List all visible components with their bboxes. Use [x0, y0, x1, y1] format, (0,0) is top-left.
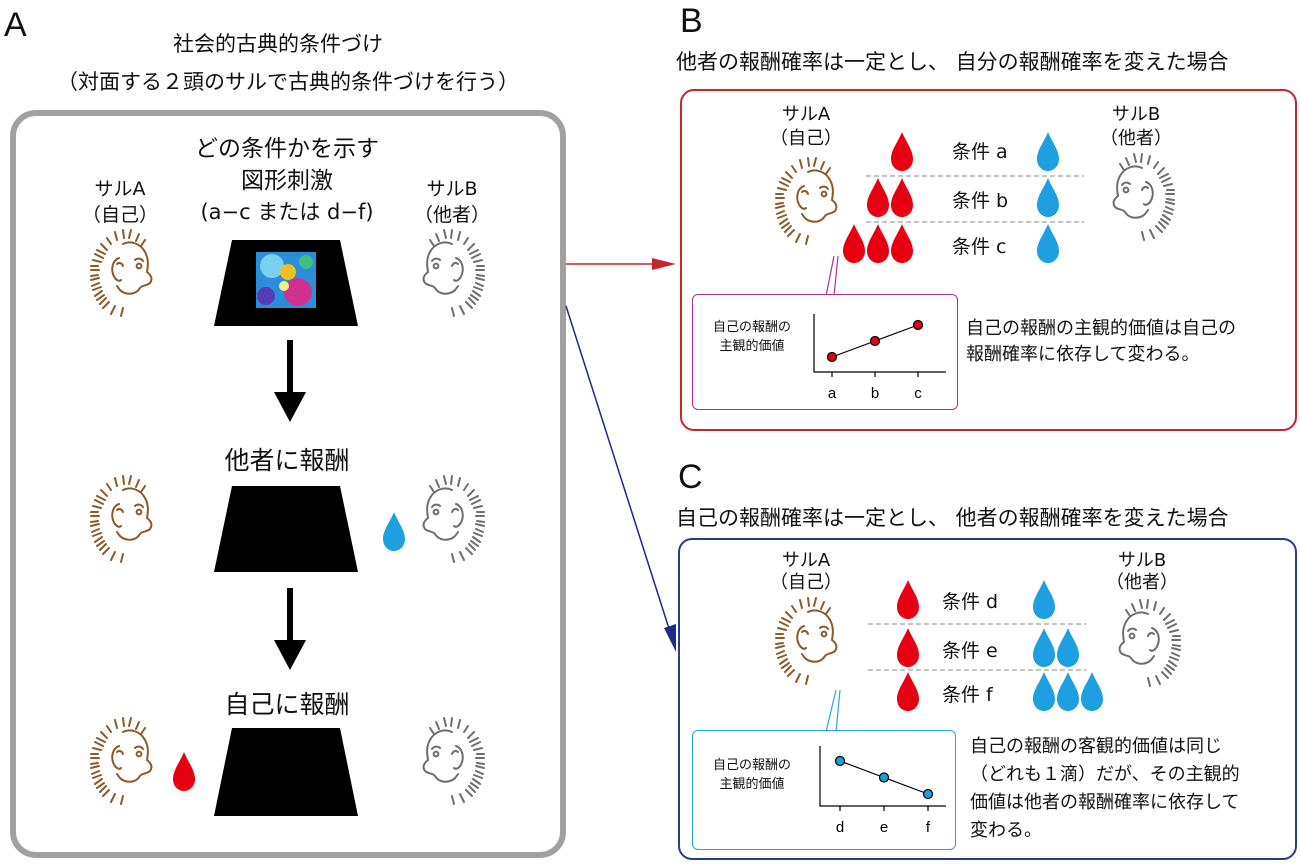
panel-b-chart-data-point — [912, 319, 924, 331]
panel-a-title: 社会的古典的条件づけ — [173, 32, 383, 56]
panel-b-plot-inset — [692, 294, 958, 410]
panel-c-description-4: 変わる。 — [970, 820, 1042, 841]
panel-b-other-blue-drop-icon — [1037, 132, 1059, 171]
panel-b-chart-data-point — [869, 335, 881, 347]
panel-c-description-3: 価値は他者の報酬確率に依存して — [970, 792, 1240, 813]
panel-c-chart-data-point — [834, 755, 846, 767]
panel-b-description-1: 自己の報酬の主観的価値は自己の — [966, 318, 1236, 339]
panel-c-chart-data-point — [922, 788, 934, 800]
panel-b-monkey-a-name: サルA — [781, 104, 831, 125]
panel-c-description-2: （どれも１滴）だが、その主観的 — [970, 764, 1240, 785]
condition-d-label: 条件 d — [942, 591, 999, 613]
screen-step3-icon — [214, 728, 358, 816]
panel-c-plot-inset — [692, 730, 956, 850]
panel-b-monkey-b-name: サルB — [1111, 104, 1161, 125]
panel-c-chart-axes — [819, 746, 946, 807]
panel-c-other-blue-drop-icon — [1033, 580, 1055, 619]
panel-c-chart-data-point — [878, 772, 890, 783]
panel-c-other-blue-drop-icon — [1081, 672, 1103, 711]
panel-a-monkey-b-role: （他者） — [413, 204, 491, 226]
panel-c-other-blue-drop-icon — [1057, 628, 1079, 667]
step3-label: 自己に報酬 — [224, 690, 350, 719]
panel-a-letter: A — [4, 6, 27, 44]
step2-label: 他者に報酬 — [224, 446, 350, 475]
down-arrow-1-icon — [274, 340, 306, 422]
condition-f-label: 条件 f — [942, 684, 993, 706]
condition-e-label: 条件 e — [942, 640, 998, 662]
panel-b-chart-x-tick-label: c — [914, 385, 922, 402]
panel-b-monkey-b-role: （他者） — [1100, 128, 1172, 149]
panel-c-other-blue-drop-icon — [1033, 672, 1055, 711]
panel-a-frame — [10, 110, 566, 858]
panel-c-self-red-drop-icon — [897, 672, 919, 711]
panel-b-description-2: 報酬確率に依存して変わる。 — [966, 344, 1200, 365]
panel-c-monkey-b-role: （他者） — [1106, 572, 1178, 593]
panel-c-monkey-b-name: サルB — [1117, 550, 1167, 571]
panel-b-chart-data-point — [826, 351, 838, 363]
condition-c-label: 条件 c — [952, 236, 1007, 258]
panel-b-plot-ylabel-2: 主観的価値 — [719, 339, 785, 354]
panel-b-self-red-drop-icon — [867, 224, 889, 263]
panel-c-monkey-a-name: サルA — [781, 550, 831, 571]
stimulus-caption-line2: 図形刺激 — [241, 168, 333, 194]
panel-b-chart-line-chart: a b c — [813, 314, 946, 402]
panel-b-monkey-a-role: （自己） — [770, 128, 842, 149]
panel-c-self-red-drop-icon — [897, 628, 919, 667]
panel-c-chart-x-tick-label: f — [926, 819, 931, 836]
arrow-to-c-head-icon — [664, 624, 676, 652]
panel-a-monkey-b-name: サルB — [426, 178, 478, 200]
panel-c-monkey-a-role: （自己） — [770, 572, 842, 593]
panel-a-monkey-a-role: （自己） — [81, 204, 159, 226]
panel-b-other-blue-drop-icon — [1037, 178, 1059, 217]
panel-b-self-red-drop-icon — [891, 178, 913, 217]
panel-c-letter: C — [678, 458, 703, 496]
panel-c-plot-ylabel-2: 主観的価値 — [719, 777, 785, 792]
screen-step2-icon — [214, 486, 358, 572]
panel-a-monkey-a-name: サルA — [94, 178, 146, 200]
panel-b-self-red-drop-icon — [891, 224, 913, 263]
panel-b-chart-axes — [813, 314, 946, 373]
stimulus-caption-line1: どの条件かを示す — [195, 136, 379, 162]
arrow-to-b-head-icon — [652, 258, 676, 270]
panel-b-letter: B — [680, 2, 703, 40]
panel-c-chart-x-tick-label: e — [880, 819, 888, 836]
panel-b-heading: 他者の報酬確率は一定とし、 自分の報酬確率を変えた場合 — [676, 50, 1229, 74]
panel-c-other-blue-drop-icon — [1057, 672, 1079, 711]
condition-b-label: 条件 b — [952, 190, 1009, 212]
panel-b-self-red-drop-icon — [891, 132, 913, 171]
panel-c-description-1: 自己の報酬の客観的価値は同じ — [970, 736, 1222, 757]
panel-c-self-red-drop-icon — [897, 580, 919, 619]
panel-b-other-blue-drop-icon — [1037, 224, 1059, 263]
panel-c-frame — [678, 538, 1297, 860]
stimulus-screen-icon — [214, 240, 358, 326]
panel-c-plot-ylabel-1: 自己の報酬の — [712, 758, 792, 773]
arrow-to-c — [565, 305, 673, 639]
stimulus-caption-line3: (a−c または d−f) — [200, 200, 374, 224]
condition-a-label: 条件 a — [952, 141, 1008, 163]
down-arrow-2-icon — [274, 588, 306, 670]
panel-c-chart-x-tick-label: d — [836, 819, 844, 836]
panel-c-chart-line-chart: d e f — [819, 746, 946, 836]
panel-b-frame — [680, 89, 1297, 431]
panel-c-heading: 自己の報酬確率は一定とし、 他者の報酬確率を変えた場合 — [676, 506, 1229, 530]
panel-b-self-red-drop-icon — [843, 224, 865, 263]
panel-a-subtitle: （対面する２頭のサルで古典的条件づけを行う） — [57, 70, 519, 94]
panel-b-chart-x-tick-label: b — [871, 385, 879, 402]
panel-b-self-red-drop-icon — [867, 178, 889, 217]
panel-b-chart-x-tick-label: a — [828, 385, 837, 402]
panel-b-plot-ylabel-1: 自己の報酬の — [712, 320, 792, 335]
panel-c-other-blue-drop-icon — [1033, 628, 1055, 667]
